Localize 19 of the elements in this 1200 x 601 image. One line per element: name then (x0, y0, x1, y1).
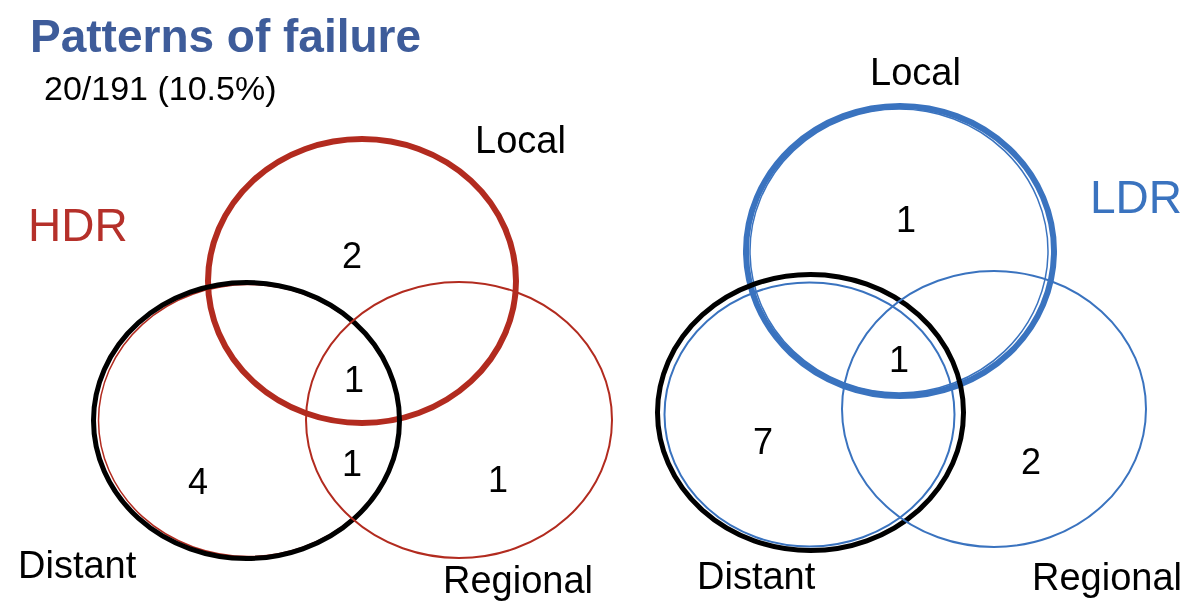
group-label: LDR (1090, 174, 1183, 220)
set-label: Distant (697, 557, 816, 595)
title-heading: Patterns of failure (30, 13, 422, 59)
count-label: 2 (342, 238, 363, 274)
count-label: 1 (342, 446, 363, 482)
count-label: 1 (488, 462, 509, 498)
count-label: 2 (1021, 444, 1042, 480)
group-label: HDR (28, 202, 128, 248)
count-label: 1 (344, 362, 365, 398)
count-label: 7 (753, 424, 774, 460)
set-label: Local (870, 53, 961, 91)
set-label: Regional (443, 561, 593, 599)
set-label: Regional (1032, 558, 1182, 596)
set-label: Local (475, 121, 566, 159)
set-label: Distant (18, 546, 137, 584)
count-label: 1 (896, 202, 917, 238)
count-label: 1 (889, 342, 910, 378)
count-label: 4 (188, 464, 209, 500)
subtitle: 20/191 (10.5%) (44, 71, 277, 105)
